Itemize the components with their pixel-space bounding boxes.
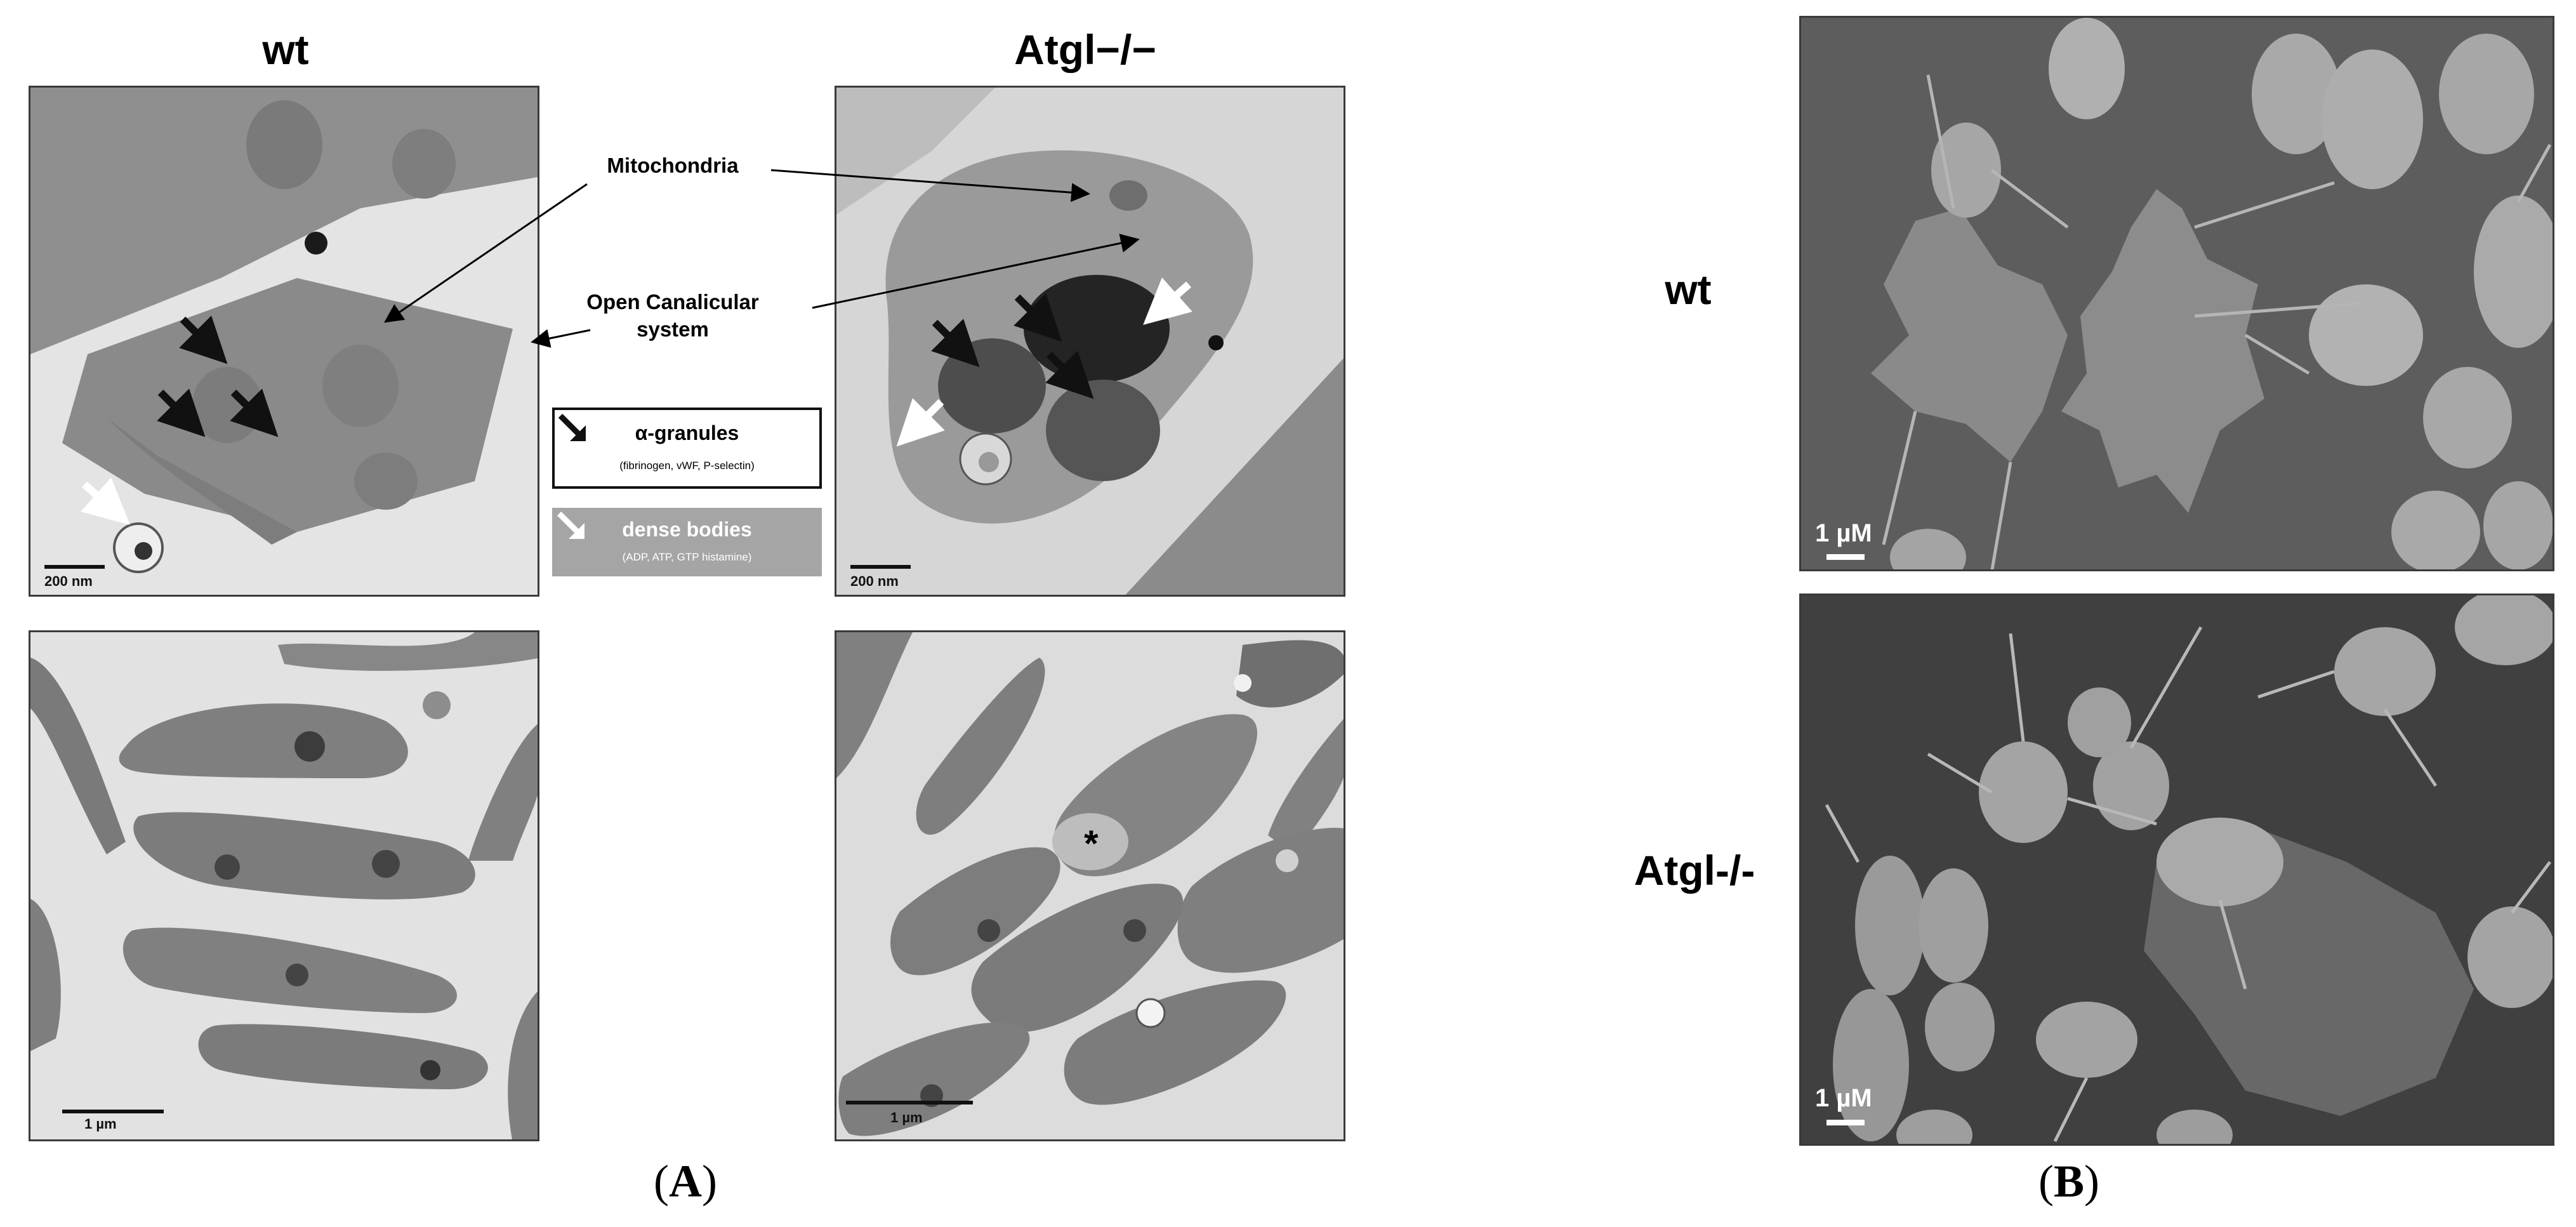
scale-bar-label: 1 µm [890,1110,923,1125]
alpha-granule-arrow [1014,293,1062,342]
label-paren-open: ( [2038,1156,2054,1207]
tem-wt-arrows [81,315,279,525]
label-paren-close: ) [2084,1156,2099,1207]
label-mitochondria: Mitochondria [607,154,739,177]
sem-image-wt: 1 µM [1799,16,2554,571]
figure-label-b: (B) [1974,1155,2164,1208]
dense-body-arrow [896,398,945,447]
tem-image-wt-high-mag: 200 nm [29,86,539,597]
sem-ko-drawing [1801,595,2553,1144]
legend-white-arrow-icon [557,511,585,539]
legend-alpha-granules: α-granules (fibrinogen, vWF, P-selectin) [552,408,822,489]
label-ocs-line-2: system [637,317,709,341]
sem-wt-drawing [1801,18,2553,569]
label-paren-close: ) [702,1156,717,1207]
label-letter-a: A [669,1156,702,1207]
scale-bar [62,1110,164,1113]
tem-wt-low-mag-drawing [30,632,538,1139]
tem-image-atgl-ko-low-mag: * 1 µm [835,630,1345,1141]
tem-image-wt-low-mag: 1 µm [29,630,539,1141]
scale-bar [1826,554,1865,560]
label-open-canalicular-system: Open Canalicular system [558,289,787,343]
tem-ko-arrows [896,277,1192,447]
tem-ko-low-mag-drawing [836,632,1344,1139]
scale-bar-label: 1 µM [1815,519,1872,547]
scale-bar [44,565,105,569]
scale-bar [850,565,911,569]
scale-bar [846,1101,973,1104]
alpha-granule-arrow [230,388,279,437]
row-label-wt: wt [1665,266,1712,313]
tem-image-atgl-ko-high-mag: 200 nm [835,86,1345,597]
scale-bar-label: 1 µM [1815,1084,1872,1112]
alpha-granule-arrow [157,388,206,437]
scale-bar [1826,1120,1865,1125]
scale-bar-label: 1 µm [84,1116,117,1132]
alpha-granule-arrow [931,319,980,368]
dense-body-arrow [1143,277,1192,325]
legend-dense-bodies: dense bodies (ADP, ATP, GTP histamine) [552,508,822,576]
dense-body-arrow [81,477,130,525]
figure-label-a: (A) [590,1155,781,1208]
scale-bar-label: 200 nm [850,573,899,589]
alpha-granule-arrow [179,315,228,364]
scale-bar-label: 200 nm [44,573,93,589]
label-letter-b: B [2053,1156,2085,1207]
asterisk-marker: * [1084,823,1099,865]
legend-alpha-title: α-granules [635,421,739,444]
alpha-granule-arrow [1045,350,1094,399]
legend-alpha-subtitle: (fibrinogen, vWF, P-selectin) [619,460,755,472]
row-label-atgl-ko: Atgl-/- [1634,847,1755,894]
legend-dense-subtitle: (ADP, ATP, GTP histamine) [622,551,752,563]
label-paren-open: ( [654,1156,669,1207]
column-title-atgl-ko: Atgl−/− [1014,26,1156,73]
column-title-wt: wt [262,26,309,73]
label-ocs-line-1: Open Canalicular [586,290,759,314]
legend-dense-title: dense bodies [622,518,752,541]
legend-black-arrow-icon [558,413,586,441]
sem-image-atgl-ko: 1 µM [1799,594,2554,1146]
